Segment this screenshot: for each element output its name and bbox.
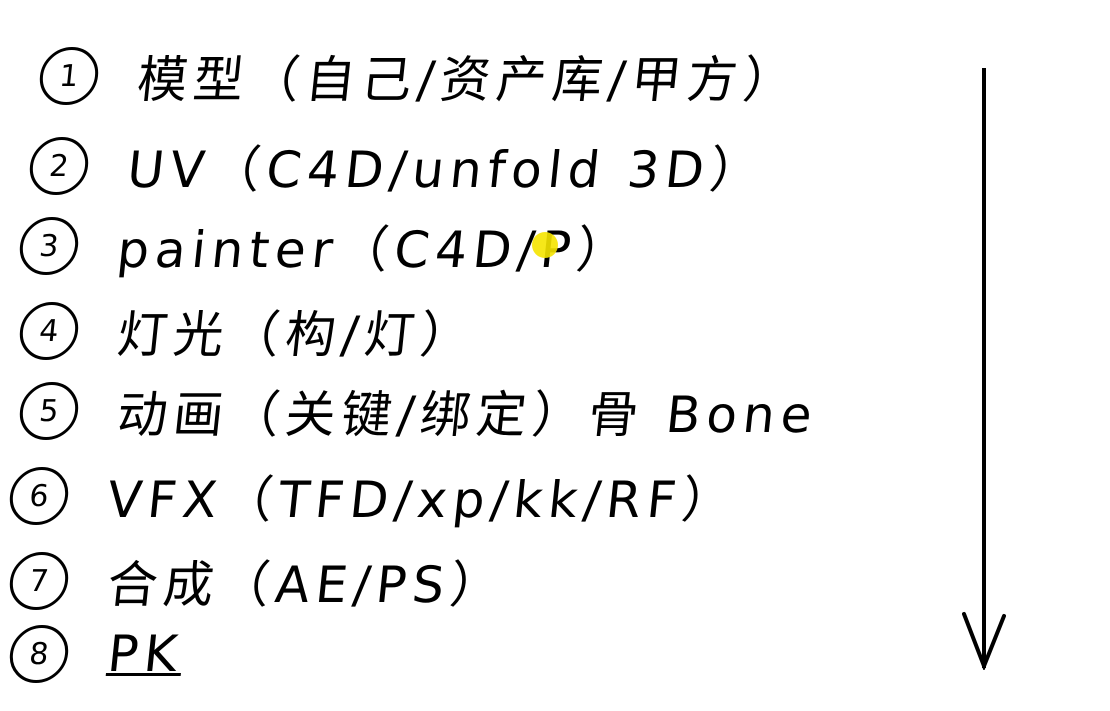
note-item-4: 4 灯光（构/灯） (16, 295, 480, 367)
step-number: 7 (6, 552, 72, 610)
mouse-cursor-highlight-icon (532, 232, 558, 258)
note-text: 模型（自己/资产库/甲方） (134, 51, 803, 109)
note-text: UV（C4D/unfold 3D） (124, 141, 769, 199)
step-number: 8 (6, 625, 72, 683)
note-item-7: 7 合成（AE/PS） (6, 545, 510, 617)
note-item-2: 2 UV（C4D/unfold 3D） (26, 130, 770, 202)
step-number: 2 (26, 137, 92, 195)
note-text: 合成（AE/PS） (104, 556, 510, 614)
note-item-5: 5 动画（关键/绑定）骨 Bone (16, 375, 822, 447)
step-number: 5 (16, 382, 82, 440)
note-text: 灯光（构/灯） (114, 306, 480, 364)
note-item-1: 1 模型（自己/资产库/甲方） (36, 40, 803, 112)
arrow-head-icon (962, 612, 1006, 670)
step-number: 4 (16, 302, 82, 360)
note-text: 动画（关键/绑定）骨 Bone (114, 386, 821, 444)
note-item-8: 8 PK (6, 625, 187, 683)
note-item-6: 6 VFX（TFD/xp/kk/RF） (6, 460, 742, 532)
step-number: 6 (6, 467, 72, 525)
step-number: 1 (36, 47, 102, 105)
arrow-down-icon (982, 68, 986, 668)
step-number: 3 (16, 217, 82, 275)
note-text: PK (104, 625, 187, 683)
note-text: VFX（TFD/xp/kk/RF） (104, 471, 741, 529)
note-text: painter（C4D/P） (114, 221, 636, 279)
